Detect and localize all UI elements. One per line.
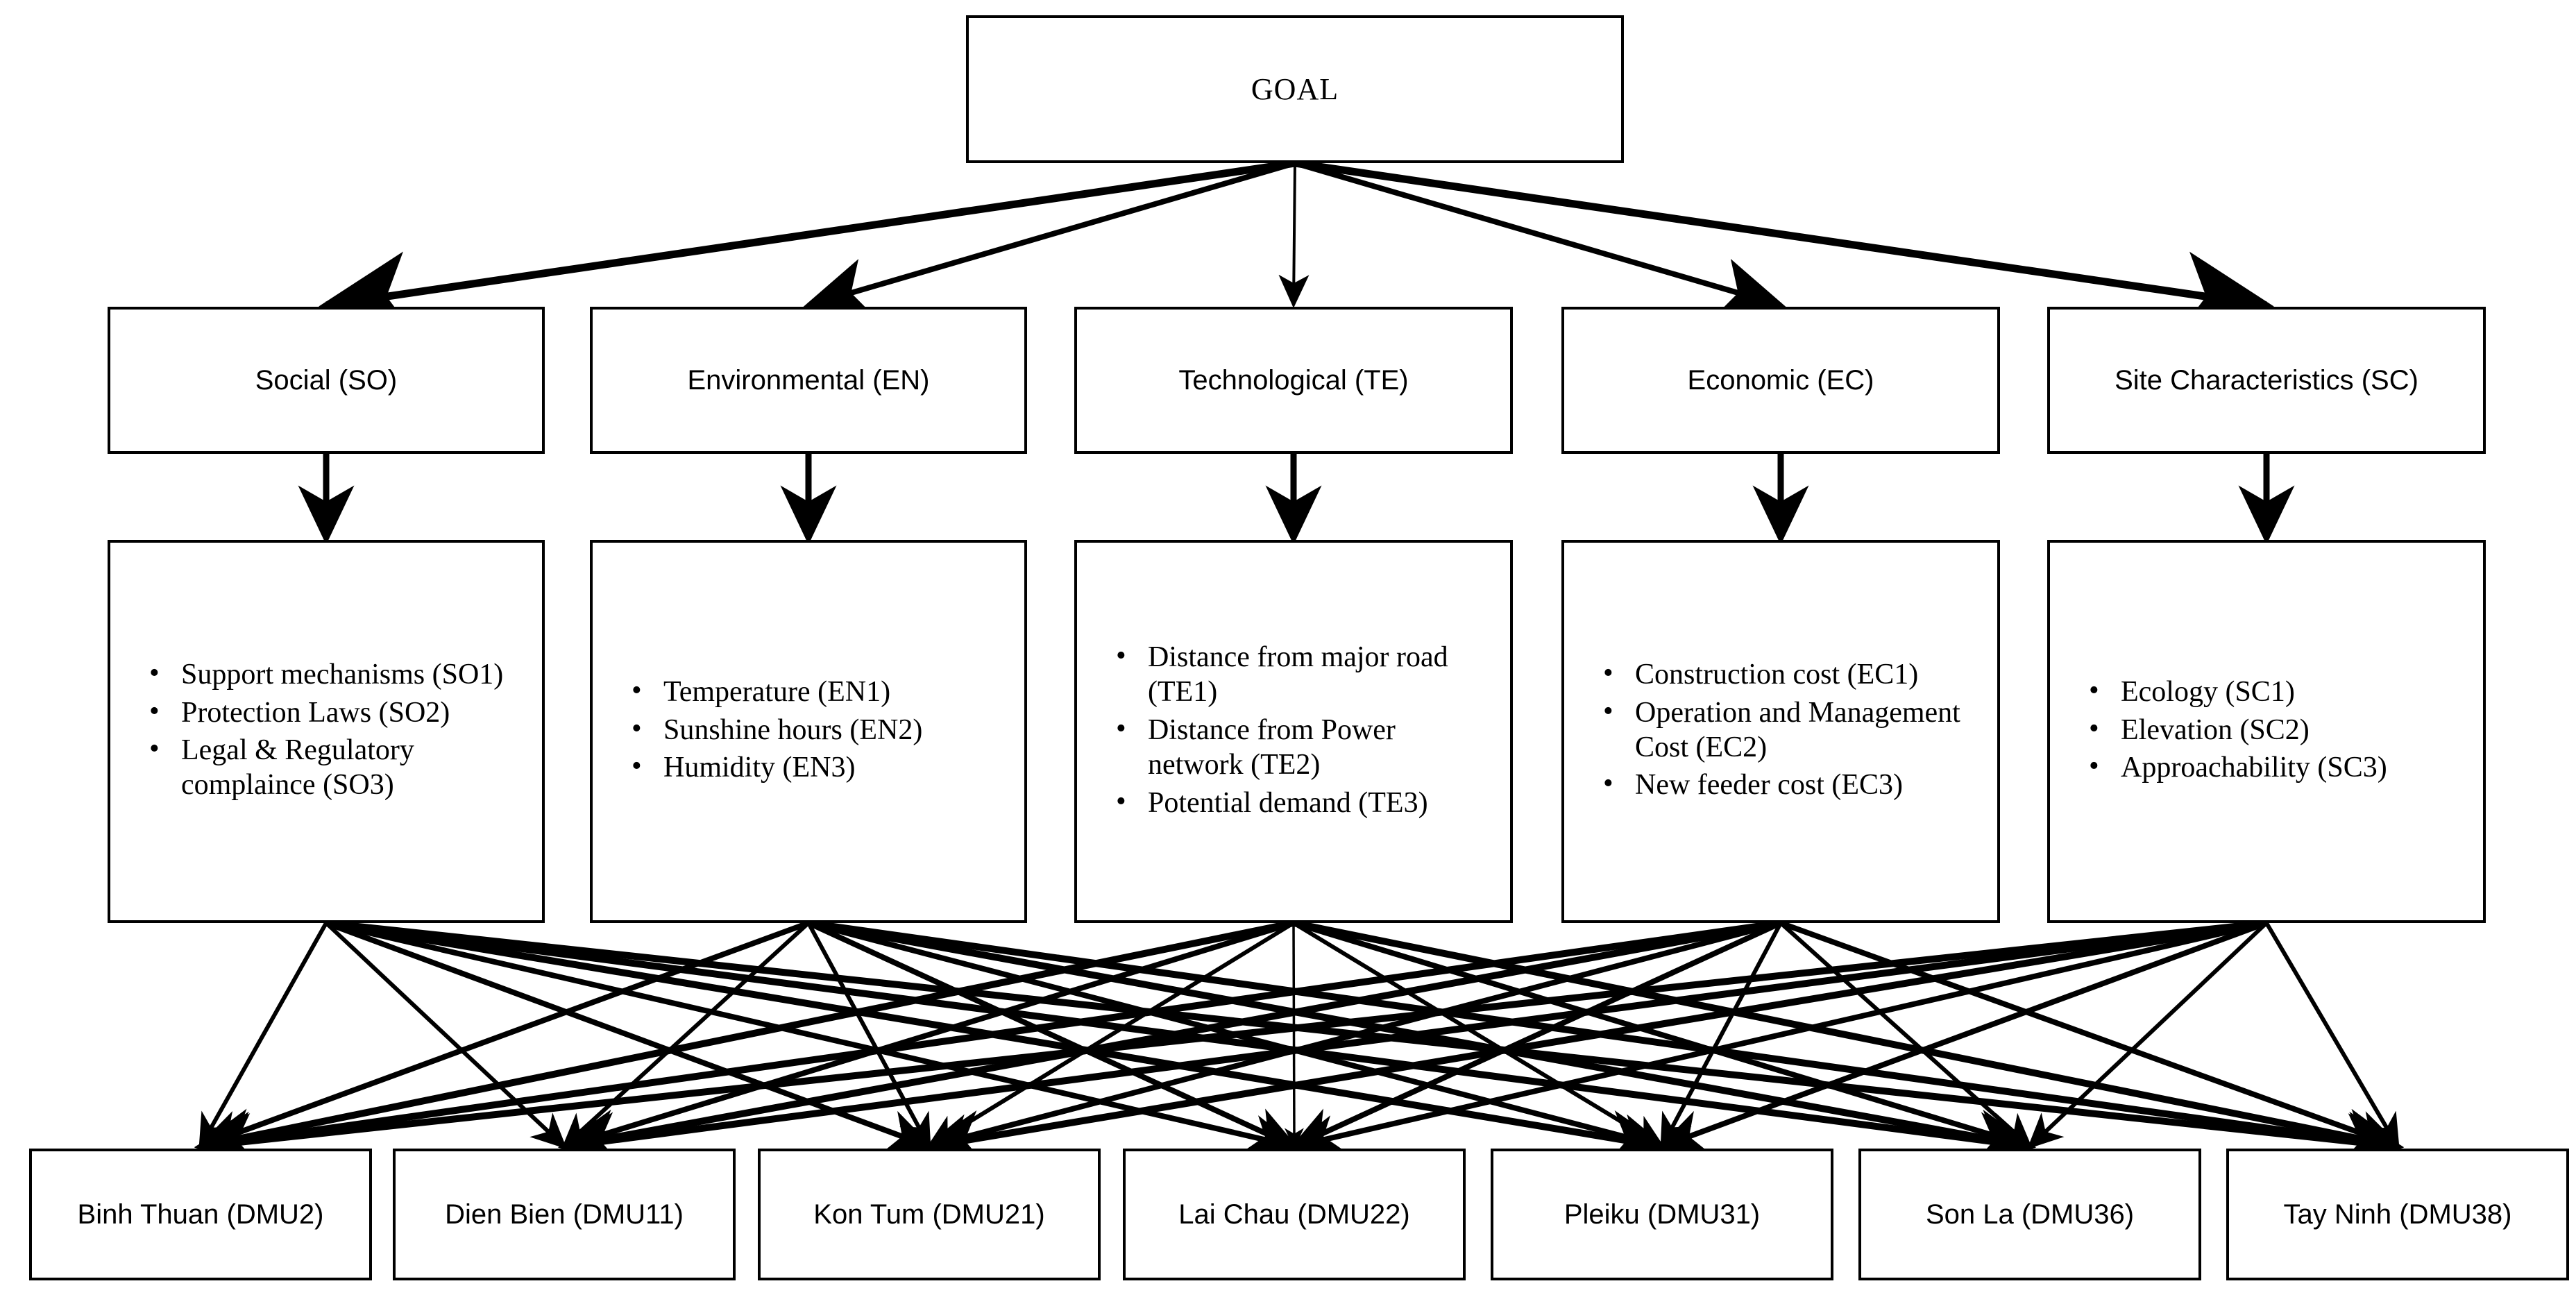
subcriteria-item: Humidity (EN3) <box>632 749 1012 785</box>
goal-label: GOAL <box>1251 72 1339 106</box>
criteria-to-subcriteria-edges <box>298 454 2295 545</box>
subcriteria-item: Potential demand (TE3) <box>1116 784 1498 820</box>
alternative-label-0: Binh Thuan (DMU2) <box>77 1199 324 1230</box>
subcriteria-box-1[interactable]: Temperature (EN1) Sunshine hours (EN2) H… <box>590 540 1027 923</box>
alternative-box-4[interactable]: Pleiku (DMU31) <box>1491 1149 1833 1280</box>
subcriteria-item: Temperature (EN1) <box>632 673 1012 709</box>
criterion-label-3: Economic (EC) <box>1687 365 1874 396</box>
criterion-label-1: Environmental (EN) <box>687 365 930 396</box>
subcriteria-box-0[interactable]: Support mechanisms (SO1) Protection Laws… <box>108 540 545 923</box>
subcriteria-box-3[interactable]: Construction cost (EC1) Operation and Ma… <box>1561 540 2000 923</box>
subcriteria-item: Construction cost (EC1) <box>1603 656 1985 692</box>
alternative-label-4: Pleiku (DMU31) <box>1564 1199 1761 1230</box>
subcriteria-list-0: Support mechanisms (SO1) Protection Laws… <box>110 656 542 806</box>
goal-box[interactable]: GOAL <box>966 15 1624 163</box>
subcriteria-list-4: Ecology (SC1) Elevation (SC2) Approachab… <box>2050 673 2483 788</box>
subcriteria-item: Approachability (SC3) <box>2089 749 2471 785</box>
criterion-box-3[interactable]: Economic (EC) <box>1561 307 2000 454</box>
alternative-label-3: Lai Chau (DMU22) <box>1178 1199 1410 1230</box>
criterion-label-4: Site Characteristics (SC) <box>2115 365 2418 396</box>
goal-to-criteria-edges <box>319 159 2274 335</box>
subcriteria-item: Legal & Regulatory complaince (SO3) <box>149 731 529 803</box>
subcriteria-item: New feeder cost (EC3) <box>1603 766 1985 802</box>
alternative-box-1[interactable]: Dien Bien (DMU11) <box>393 1149 736 1280</box>
subcriteria-item: Support mechanisms (SO1) <box>149 656 529 692</box>
subcriteria-item: Elevation (SC2) <box>2089 711 2471 747</box>
alternative-label-5: Son La (DMU36) <box>1925 1199 2135 1230</box>
alternative-label-2: Kon Tum (DMU21) <box>813 1199 1045 1230</box>
alternative-box-0[interactable]: Binh Thuan (DMU2) <box>29 1149 372 1280</box>
criterion-box-2[interactable]: Technological (TE) <box>1074 307 1513 454</box>
alternative-box-5[interactable]: Son La (DMU36) <box>1858 1149 2201 1280</box>
alternative-label-6: Tay Ninh (DMU38) <box>2283 1199 2512 1230</box>
alternative-box-3[interactable]: Lai Chau (DMU22) <box>1123 1149 1466 1280</box>
criterion-box-1[interactable]: Environmental (EN) <box>590 307 1027 454</box>
alternative-box-2[interactable]: Kon Tum (DMU21) <box>758 1149 1101 1280</box>
subcriteria-to-alternatives-edges <box>194 920 2404 1169</box>
criterion-box-0[interactable]: Social (SO) <box>108 307 545 454</box>
subcriteria-item: Distance from major road (TE1) <box>1116 638 1498 710</box>
alternative-box-6[interactable]: Tay Ninh (DMU38) <box>2226 1149 2569 1280</box>
subcriteria-list-2: Distance from major road (TE1) Distance … <box>1077 638 1510 823</box>
criterion-label-0: Social (SO) <box>255 365 398 396</box>
criterion-label-2: Technological (TE) <box>1178 365 1409 396</box>
subcriteria-item: Operation and Management Cost (EC2) <box>1603 694 1985 765</box>
subcriteria-item: Distance from Power network (TE2) <box>1116 711 1498 783</box>
subcriteria-item: Protection Laws (SO2) <box>149 694 529 730</box>
subcriteria-box-2[interactable]: Distance from major road (TE1) Distance … <box>1074 540 1513 923</box>
criterion-box-4[interactable]: Site Characteristics (SC) <box>2047 307 2486 454</box>
subcriteria-list-1: Temperature (EN1) Sunshine hours (EN2) H… <box>593 673 1024 788</box>
subcriteria-item: Sunshine hours (EN2) <box>632 711 1012 747</box>
subcriteria-list-3: Construction cost (EC1) Operation and Ma… <box>1564 656 1997 806</box>
subcriteria-box-4[interactable]: Ecology (SC1) Elevation (SC2) Approachab… <box>2047 540 2486 923</box>
subcriteria-item: Ecology (SC1) <box>2089 673 2471 709</box>
alternative-label-1: Dien Bien (DMU11) <box>445 1199 684 1230</box>
